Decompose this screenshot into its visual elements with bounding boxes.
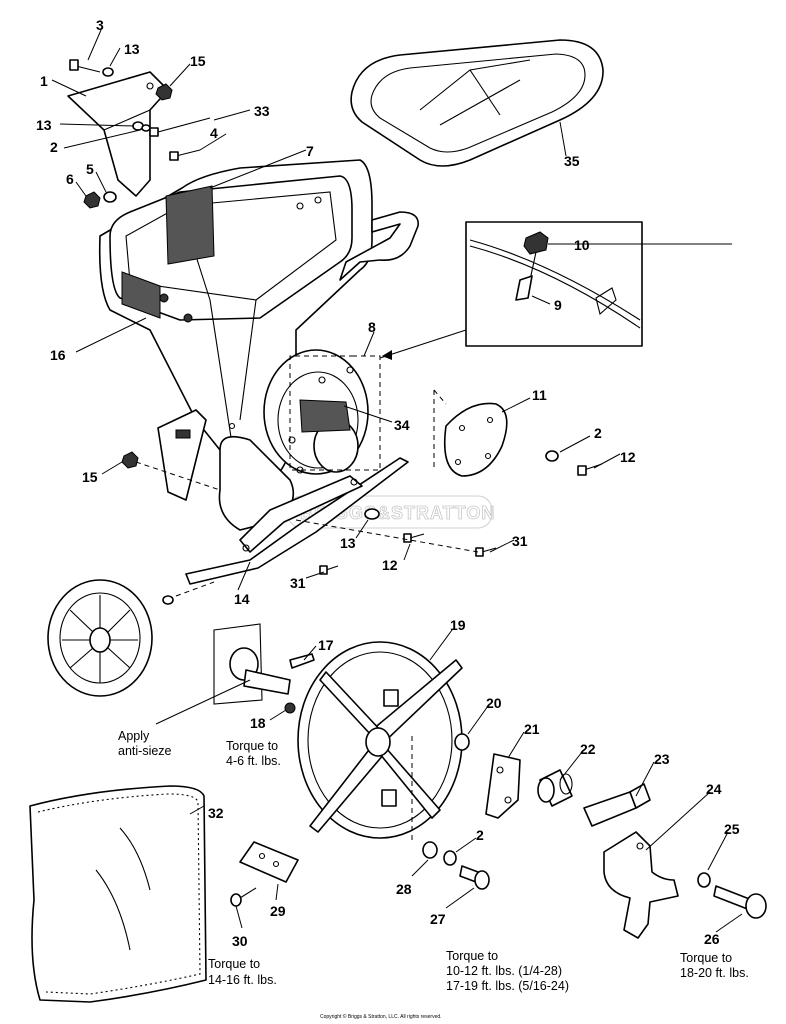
callout-13-lower: 13 (340, 535, 356, 551)
note-apply-line2: anti-sieze (118, 744, 172, 758)
callout-27: 27 (430, 911, 446, 927)
callout-7: 7 (306, 143, 314, 159)
callout-20: 20 (486, 695, 502, 711)
callout-12-lower: 12 (382, 557, 398, 573)
callout-labels: 1 2 3 4 5 6 7 8 9 10 11 12 13 14 15 16 1… (36, 17, 740, 949)
note-torque-27-line3: 17-19 ft. lbs. (5/16-24) (446, 979, 569, 993)
screw-30 (230, 887, 257, 907)
callout-15: 15 (190, 53, 206, 69)
inset-detail-box (289, 221, 643, 471)
washer-5-and-nut-6 (83, 191, 117, 209)
callout-16: 16 (50, 347, 66, 363)
nut-15-top (155, 83, 173, 101)
bottom-hardware (411, 736, 490, 890)
hardware-lower-frame (121, 451, 497, 597)
note-torque-27-line2: 10-12 ft. lbs. (1/4-28) (446, 964, 562, 978)
note-torque-30-line1: Torque to (208, 957, 260, 971)
callout-17: 17 (318, 637, 334, 653)
note-torque-30-line2: 14-16 ft. lbs. (208, 973, 277, 987)
copyright-text: Copyright © Briggs & Stratton, LLC. All … (320, 1013, 442, 1020)
callout-12: 12 (620, 449, 636, 465)
callout-11: 11 (532, 387, 547, 403)
washer-20 (454, 733, 470, 751)
blade-support-21 (485, 753, 521, 819)
callout-9: 9 (554, 297, 562, 313)
hopper-lid (350, 39, 604, 167)
chipper-housing (218, 349, 369, 531)
instruction-notes: Apply anti-sieze Torque to 4-6 ft. lbs. … (118, 729, 749, 993)
plate-24 (603, 831, 679, 939)
cover-plate (433, 389, 508, 477)
axle-frame (185, 457, 409, 585)
note-torque-26-line1: Torque to (680, 951, 732, 965)
wheel (47, 579, 174, 697)
washer-25 (697, 872, 711, 888)
callout-14: 14 (234, 591, 250, 607)
bracket-23 (583, 783, 651, 827)
callout-25: 25 (724, 821, 740, 837)
side-bracket (157, 409, 207, 501)
callout-28: 28 (396, 881, 412, 897)
rotor-disc (297, 641, 463, 839)
callout-32: 32 (208, 805, 224, 821)
note-torque-26-line2: 18-20 ft. lbs. (680, 966, 749, 980)
callout-5: 5 (86, 161, 94, 177)
hopper-body (98, 159, 419, 481)
callout-18: 18 (250, 715, 266, 731)
callout-19: 19 (450, 617, 466, 633)
callout-31: 31 (290, 575, 306, 591)
callout-33: 33 (254, 103, 270, 119)
callout-35: 35 (564, 153, 580, 169)
engine-shaft (213, 623, 315, 714)
note-torque-18-line1: Torque to (226, 739, 278, 753)
spacer-22 (537, 769, 573, 807)
callout-13: 13 (124, 41, 140, 57)
bolt-3 (69, 59, 101, 73)
callout-8: 8 (368, 319, 376, 335)
mounting-bracket (67, 71, 169, 197)
callout-10: 10 (574, 237, 590, 253)
callout-23: 23 (654, 751, 670, 767)
leader-lines (51, 29, 743, 933)
callout-29: 29 (270, 903, 286, 919)
note-apply-line1: Apply (118, 729, 150, 743)
callout-26: 26 (704, 931, 720, 947)
callout-1: 1 (40, 73, 48, 89)
callout-2: 2 (50, 139, 58, 155)
stud-4 (169, 149, 201, 161)
washer-2-mid (545, 450, 559, 462)
callout-13-left: 13 (36, 117, 52, 133)
callout-2-bottom: 2 (476, 827, 484, 843)
callout-21: 21 (524, 721, 540, 737)
callout-34: 34 (394, 417, 410, 433)
callout-31-right: 31 (512, 533, 528, 549)
callout-30: 30 (232, 933, 248, 949)
note-torque-18-line2: 4-6 ft. lbs. (226, 754, 281, 768)
callout-2-mid: 2 (594, 425, 602, 441)
callout-4: 4 (210, 125, 218, 141)
callout-15-lower: 15 (82, 469, 98, 485)
callout-3: 3 (96, 17, 104, 33)
bolt-26 (713, 885, 767, 919)
blade-29 (239, 841, 299, 883)
callout-24: 24 (706, 781, 722, 797)
bolt-33 (149, 117, 211, 137)
collection-bag (29, 785, 207, 1003)
callout-22: 22 (580, 741, 596, 757)
note-torque-27-line1: Torque to (446, 949, 498, 963)
callout-6: 6 (66, 171, 74, 187)
